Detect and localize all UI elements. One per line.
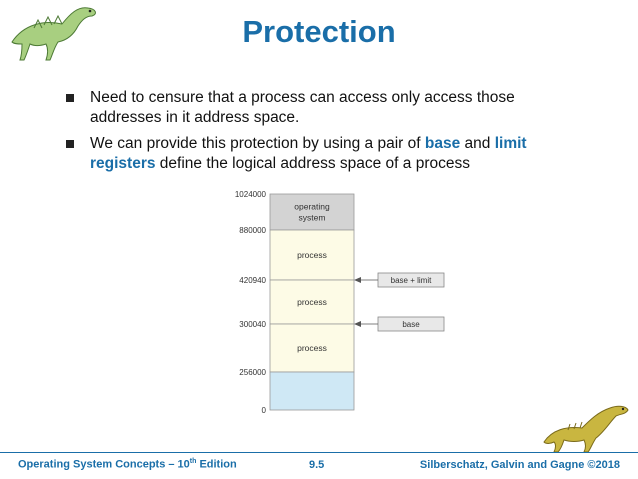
bullet-text: Need to censure that a process can acces… — [90, 89, 515, 126]
bullet-text: define the logical address space of a pr… — [155, 155, 470, 172]
bullet-text: and — [460, 135, 494, 152]
footer-copyright: Silberschatz, Galvin and Gagne ©2018 — [420, 459, 620, 471]
bullet-square-icon — [66, 140, 74, 148]
segment-label: process — [297, 297, 327, 307]
bullet-square-icon — [66, 94, 74, 102]
footer-rule — [0, 452, 638, 453]
segment-label: process — [297, 343, 327, 353]
slide-title: Protection — [0, 14, 638, 50]
footer-page-number: 9.5 — [309, 459, 324, 471]
register-label: base + limit — [391, 276, 432, 285]
bullet-item: Need to censure that a process can acces… — [66, 88, 586, 128]
bullet-item: We can provide this protection by using … — [66, 134, 586, 174]
register-label: base — [402, 320, 420, 329]
dinosaur-corner-icon — [538, 394, 634, 454]
arrow-head-icon — [354, 321, 361, 327]
segment-label: process — [297, 250, 327, 260]
keyword-text: base — [425, 135, 460, 152]
bullet-text: We can provide this protection by using … — [90, 135, 425, 152]
address-label: 256000 — [239, 368, 266, 377]
address-label: 0 — [262, 406, 267, 414]
segment-label: system — [299, 213, 326, 223]
bullet-list: Need to censure that a process can acces… — [66, 88, 586, 180]
footer-book-title: Operating System Concepts – 10th Edition — [18, 458, 237, 471]
address-label: 420940 — [239, 276, 266, 285]
address-label: 880000 — [239, 226, 266, 235]
arrow-head-icon — [354, 277, 361, 283]
address-label: 300040 — [239, 320, 266, 329]
address-label: 1024000 — [235, 190, 267, 199]
memory-segment — [270, 372, 354, 410]
segment-label: operating — [294, 202, 330, 212]
